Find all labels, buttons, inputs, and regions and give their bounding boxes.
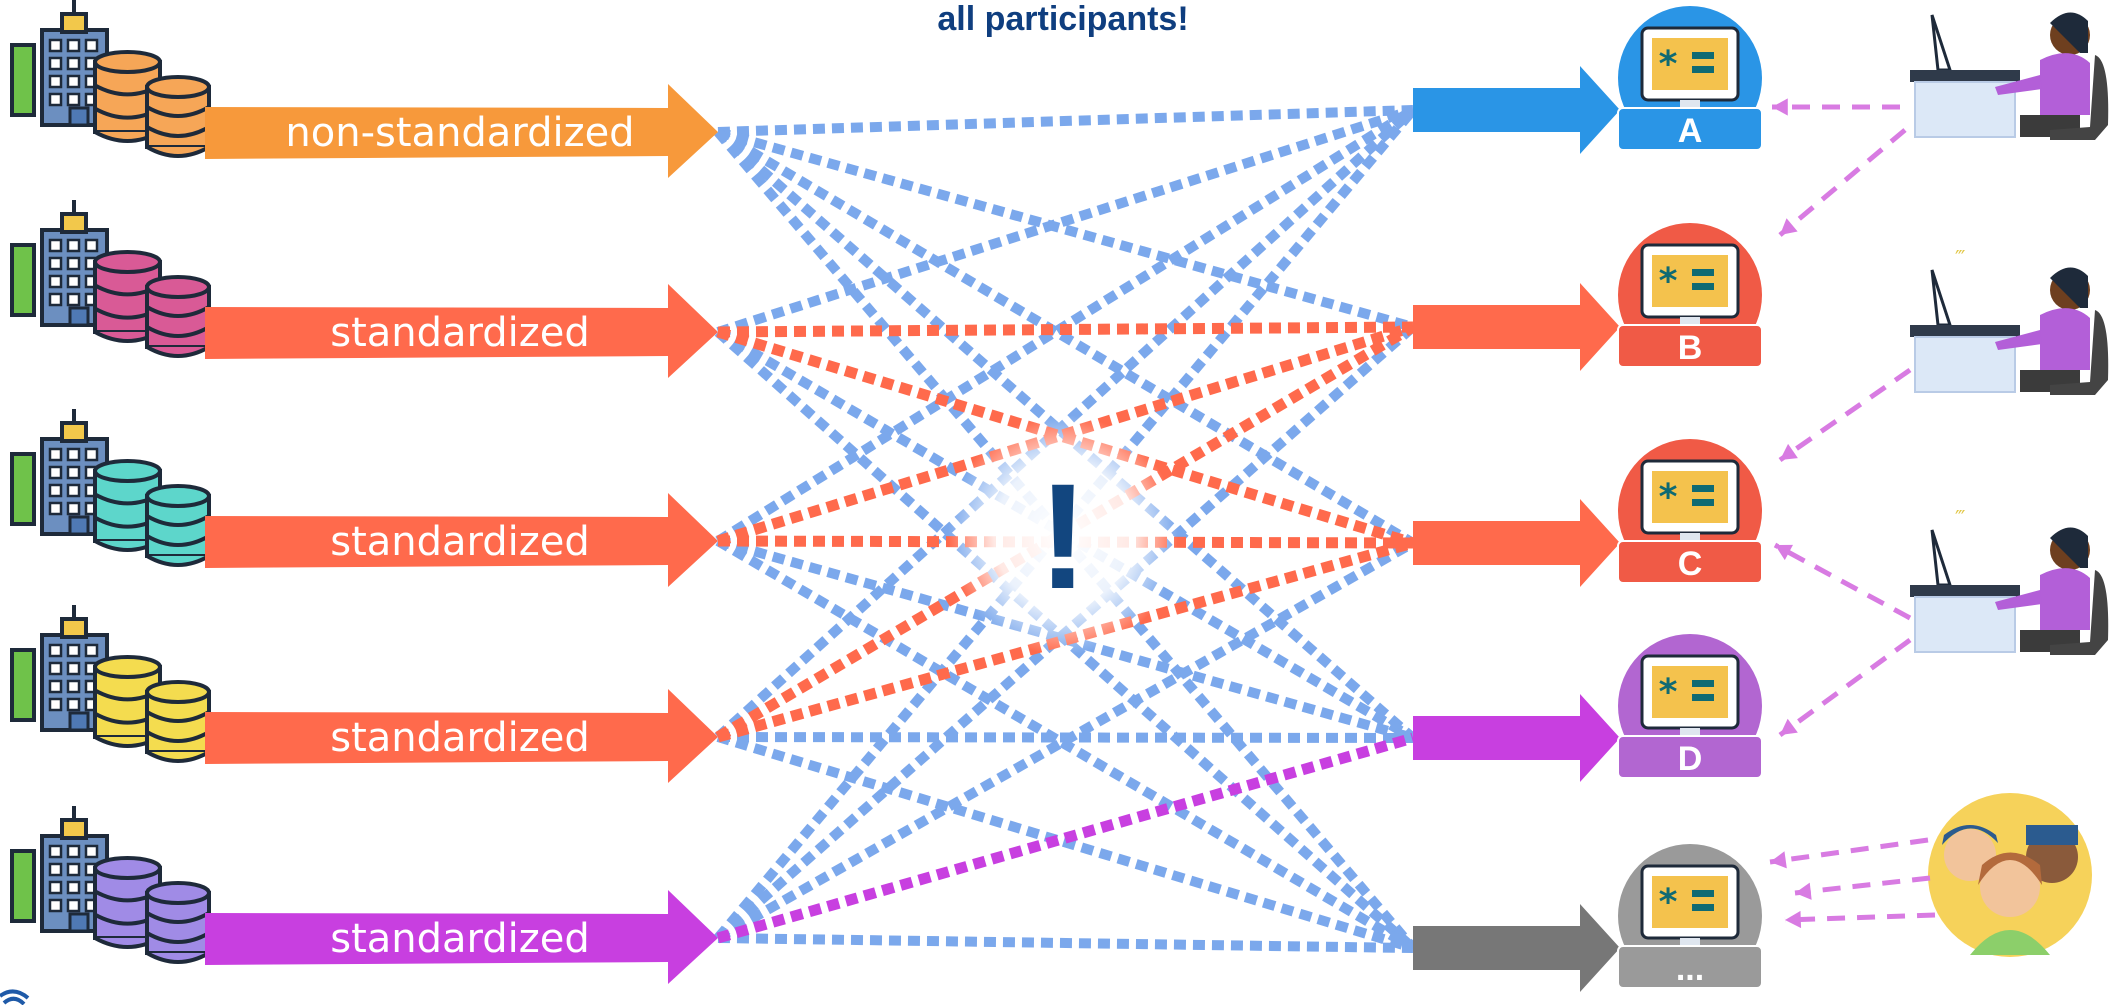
link-blue: [717, 933, 1414, 953]
arrowhead: [1780, 218, 1798, 235]
target-label: A: [1678, 112, 1703, 150]
target-arrow: [1413, 694, 1620, 782]
source-label: standardized: [330, 715, 590, 761]
source-row: standardized: [10, 806, 718, 984]
computer-icon: *: [1617, 844, 1763, 989]
target-column: *A*B*C*D*...: [1413, 6, 1763, 992]
computer-icon: *: [1617, 223, 1763, 368]
source-arrow: [205, 84, 718, 178]
logo-fragment: [0, 989, 30, 1005]
notification-icon: ‴: [1955, 246, 1965, 270]
link-blue: [715, 536, 1416, 953]
user-link: [1778, 637, 1912, 738]
link-red: [716, 537, 1415, 743]
source-label: standardized: [330, 310, 590, 356]
link-blue: [717, 105, 1414, 137]
building-icon: [10, 605, 109, 732]
building-icon: [10, 806, 109, 933]
asterisk-icon: *: [1659, 477, 1678, 518]
alert-symbol: !: [1038, 452, 1088, 620]
source-arrow: [205, 493, 718, 587]
user-at-desk-icon: ‴: [1910, 506, 2109, 655]
link-purple: [716, 732, 1415, 944]
user-at-desk-icon: ‴: [1910, 246, 2109, 395]
target-row: *...: [1413, 844, 1763, 992]
link-blue: [715, 127, 1416, 548]
source-row: standardized: [10, 605, 718, 783]
target-row: *B: [1413, 223, 1763, 371]
asterisk-icon: *: [1659, 44, 1678, 85]
link-blue: [716, 732, 1415, 953]
target-arrow: [1413, 499, 1620, 587]
source-row: standardized: [10, 409, 718, 587]
user-link: [1794, 875, 1931, 896]
target-arrow: [1413, 904, 1620, 992]
user-link: [1769, 837, 1929, 865]
target-label: D: [1678, 740, 1703, 778]
source-row: non-standardized: [10, 0, 718, 178]
link-blue: [715, 538, 1416, 943]
arrowhead: [1770, 851, 1787, 869]
target-arrow: [1413, 66, 1620, 154]
building-icon: [10, 200, 109, 327]
source-label: non-standardized: [285, 110, 634, 156]
target-row: *D: [1413, 634, 1763, 782]
database-icon: [93, 655, 211, 763]
building-icon: [10, 409, 109, 536]
asterisk-icon: *: [1659, 882, 1678, 923]
database-icon: [93, 856, 211, 964]
asterisk-icon: *: [1659, 672, 1678, 713]
notification-icon: ‴: [1955, 0, 1965, 15]
building-icon: [10, 0, 109, 127]
user-link: [1773, 542, 1912, 621]
page-title: all participants!: [937, 0, 1188, 38]
user-column: ‴ ‴ ‴: [1769, 0, 2109, 957]
source-column: non-standardized standardized standardized…: [10, 0, 718, 984]
target-arrow: [1413, 283, 1620, 371]
source-arrow: [205, 284, 718, 378]
database-icon: [93, 250, 211, 358]
asterisk-icon: *: [1659, 261, 1678, 302]
link-red: [717, 321, 1414, 338]
target-label: ...: [1676, 950, 1704, 988]
user-link: [1778, 128, 1907, 237]
arrowhead: [1795, 882, 1812, 900]
source-label: standardized: [330, 519, 590, 565]
computer-icon: *: [1617, 439, 1763, 584]
arrowhead: [1785, 910, 1802, 929]
link-blue: [714, 106, 1417, 741]
center-glow: [948, 415, 1178, 655]
link-blue: [716, 105, 1415, 337]
arrowhead: [1780, 718, 1798, 735]
arrowhead: [1772, 98, 1788, 116]
arrowhead: [1780, 443, 1798, 460]
user-link: [1778, 367, 1912, 463]
source-row: standardized: [10, 200, 718, 378]
arrowhead: [1775, 544, 1793, 561]
target-label: B: [1678, 329, 1703, 367]
group-icon: [1928, 793, 2092, 957]
database-icon: [93, 459, 211, 567]
database-icon: [93, 50, 211, 158]
link-blue: [716, 127, 1415, 332]
source-label: standardized: [330, 916, 590, 962]
target-row: *C: [1413, 439, 1763, 587]
source-arrow: [205, 689, 718, 783]
target-row: *A: [1413, 6, 1763, 154]
computer-icon: *: [1617, 634, 1763, 779]
user-at-desk-icon: ‴: [1910, 0, 2109, 140]
user-link: [1784, 912, 1936, 923]
notification-icon: ‴: [1955, 506, 1965, 530]
target-label: C: [1678, 545, 1703, 583]
source-arrow: [205, 890, 718, 984]
computer-icon: *: [1617, 6, 1763, 151]
